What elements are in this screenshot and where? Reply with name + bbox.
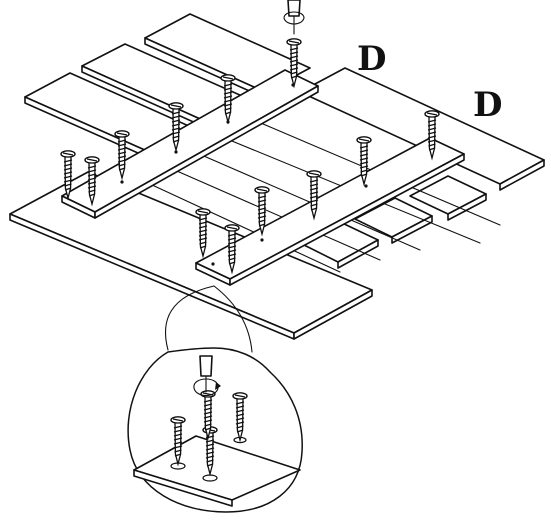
crossbar-d-lower — [195, 137, 465, 286]
slat-gaps — [149, 111, 501, 273]
part-label-d: D — [357, 39, 387, 79]
crossbar-d-upper — [61, 69, 319, 219]
screwdriver-icon — [283, 0, 305, 35]
slat-board-1 — [144, 13, 311, 99]
slat-board-6 — [354, 197, 433, 244]
rotation-arrow-icon — [193, 378, 221, 397]
part-label-d: D — [473, 85, 503, 125]
slat-board-5 — [409, 175, 487, 221]
